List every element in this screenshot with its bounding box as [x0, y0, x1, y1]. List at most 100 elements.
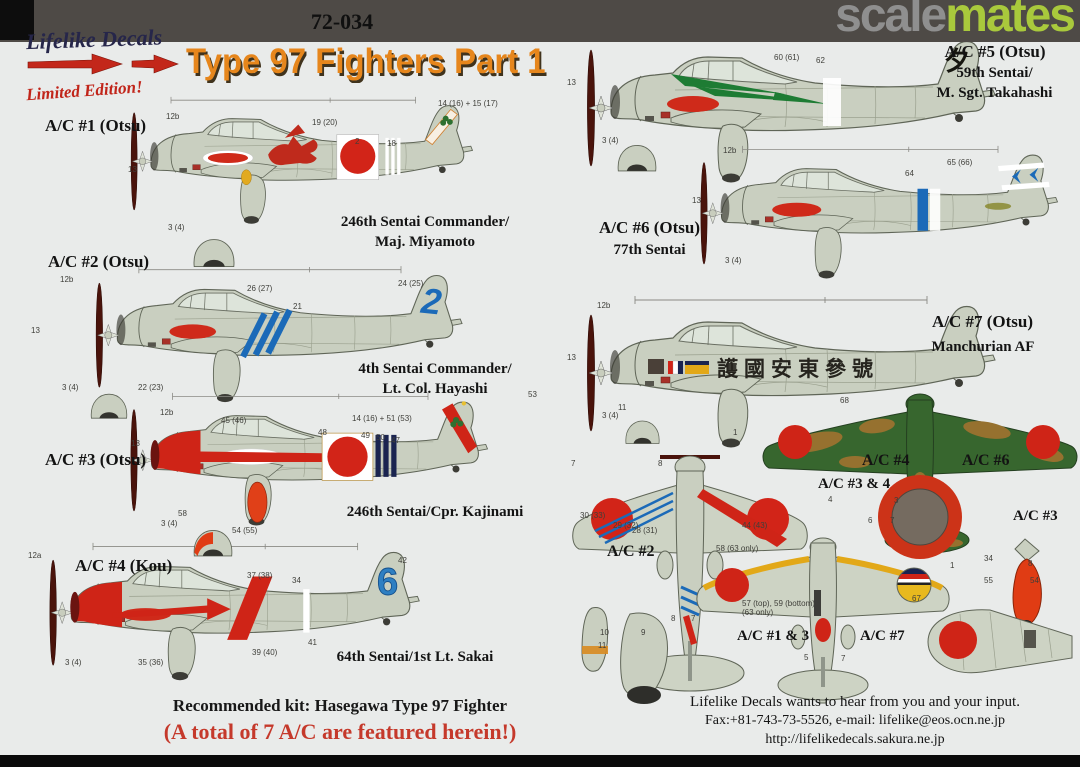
contact-line-3: http://lifelikedecals.sakura.ne.jp — [765, 732, 945, 748]
ac4-label: A/C #4 (Kou) — [75, 556, 173, 575]
red-band-marking — [227, 576, 273, 640]
part-callout: 65 (66) — [947, 158, 973, 167]
part-callout: 8 — [671, 614, 676, 623]
part-callout: 7 — [890, 516, 895, 525]
part-callout: 24 (25) — [398, 279, 424, 288]
part-callout: 3 (4) — [168, 223, 185, 232]
part-callout: 26 (27) — [247, 284, 273, 293]
part-callout: 13 — [567, 78, 576, 87]
blue-band-marking — [917, 188, 928, 231]
scan-bottom-edge — [0, 755, 1080, 767]
brand-name: Lifelike Decals — [25, 24, 163, 55]
ac7-caption: Manchurian AF — [931, 339, 1035, 355]
scan-corner-patch — [0, 0, 34, 40]
part-callout: 48 — [318, 428, 327, 437]
ac4-caption: 64th Sentai/1st Lt. Sakai — [336, 649, 494, 665]
hinomaru — [1026, 425, 1060, 459]
hinomaru — [340, 138, 376, 174]
part-callout: 3 — [894, 496, 899, 505]
flag-marking — [668, 360, 709, 375]
scalemates-logo-mates: mates — [945, 0, 1076, 42]
hinomaru — [715, 568, 749, 602]
tail-stripe-marking — [442, 403, 477, 454]
aircraft-profile-ac7: 護國安東參號 — [586, 295, 996, 449]
ac1-caption: 246th Sentai Commander/ Maj. Miyamoto — [340, 214, 510, 250]
part-callout: 28 (31) — [632, 526, 658, 535]
part-callout: 7 — [841, 654, 846, 663]
ac1-label: A/C #1 (Otsu) — [45, 116, 147, 135]
hinomaru — [591, 498, 633, 540]
aircraft-profile-ac1 — [130, 96, 474, 225]
ac2-label: A/C #2 (Otsu) — [48, 252, 150, 271]
spat-front-view-1 — [193, 239, 235, 268]
roundel-detail-ac3-ac4 — [878, 475, 962, 559]
part-callout: 29 (32) — [613, 521, 639, 530]
red-cowl-marking — [72, 581, 122, 628]
part-callout: 45 (46) — [221, 416, 247, 425]
ac6-caption: 77th Sentai — [613, 242, 686, 258]
ac3-caption: 246th Sentai/Cpr. Kajinami — [346, 504, 524, 520]
aircraft-profile-ac6 — [700, 145, 1059, 279]
wing-underside-view — [927, 609, 1073, 674]
ac3-label: A/C #3 (Otsu) — [45, 450, 147, 469]
part-callout: 2 — [355, 137, 360, 146]
tail-number: 2 — [418, 281, 443, 323]
aircraft-profile-ac3 — [130, 392, 489, 526]
part-callout: 54 — [1030, 576, 1039, 585]
scalemates-logo: scalemates — [835, 0, 1076, 43]
aircraft-profile-ac5: 夕 — [586, 30, 996, 184]
ac7-label: A/C #7 (Otsu) — [931, 312, 1034, 331]
part-callout: 68 — [840, 396, 849, 405]
part-callout: 58 (63 only) — [716, 544, 759, 553]
part-callout: 13 — [131, 439, 140, 448]
wheel-spat-parts — [581, 607, 669, 704]
ac5-label: A/C #5 (Otsu) — [944, 42, 1046, 61]
red-arrow-marking — [112, 598, 231, 620]
fuselage-kanji-text: 護國安東參號 — [717, 357, 879, 381]
part-callout: 50 — [376, 433, 385, 442]
part-callout: 3 (4) — [602, 136, 619, 145]
tv-label-ac7: A/C #7 — [860, 628, 905, 644]
page-title: Type 97 Fighters Part 1 — [186, 42, 546, 81]
part-callout: 8 — [1028, 559, 1033, 568]
part-callout: 12b — [597, 301, 611, 310]
part-callout: 13 — [128, 165, 137, 174]
part-callout: 60 (61) — [774, 53, 800, 62]
part-callout: 12b — [60, 275, 74, 284]
part-callout: 3 (4) — [725, 256, 742, 265]
part-callout: 53 — [528, 390, 537, 399]
red-cowl-marking — [152, 430, 201, 475]
part-callout: 42 — [398, 556, 407, 565]
green-arrow-marking — [671, 74, 827, 104]
tv-label-ac2: A/C #2 — [607, 543, 655, 560]
part-callout: 13 — [31, 326, 40, 335]
tail-number: 6 — [377, 562, 398, 604]
part-callout: 3 (4) — [161, 519, 178, 528]
part-callout: 41 — [308, 638, 317, 647]
brand-arrows-icon — [27, 53, 179, 75]
part-callout: 12b — [723, 146, 737, 155]
tail-clover-marking — [440, 115, 453, 126]
tv-label-ac13: A/C #1 & 3 — [737, 628, 810, 644]
hinomaru — [778, 425, 812, 459]
tv-label-ac34: A/C #3 & 4 — [818, 476, 891, 492]
blue-stripes-marking — [240, 308, 293, 359]
spat-front-view-2 — [90, 393, 128, 419]
part-callout: 55 — [984, 576, 993, 585]
part-callout: 49 — [361, 431, 370, 440]
ac5-caption: 59th Sentai/ M. Sgt. Takahashi — [936, 65, 1053, 101]
part-callout: 19 (20) — [312, 118, 338, 127]
hinomaru — [327, 436, 368, 477]
tv-label-ac3: A/C #3 — [1013, 508, 1058, 524]
part-callout: (63 only) — [742, 608, 774, 617]
manchukuo-roundel — [896, 567, 932, 603]
total-aircraft-text: (A total of 7 A/C are featured herein!) — [163, 719, 517, 744]
top-banner: 72-034 scalemates — [0, 0, 1080, 42]
part-callout: 1 — [733, 428, 738, 437]
aircraft-profile-ac4: 6 — [49, 542, 420, 681]
part-callout: 34 — [984, 554, 993, 563]
tail-clover-marking — [450, 416, 464, 428]
part-callout: 13 — [692, 196, 701, 205]
contact-line-2: Fax:+81-743-73-5526, e-mail: lifelike@eo… — [705, 713, 1005, 729]
